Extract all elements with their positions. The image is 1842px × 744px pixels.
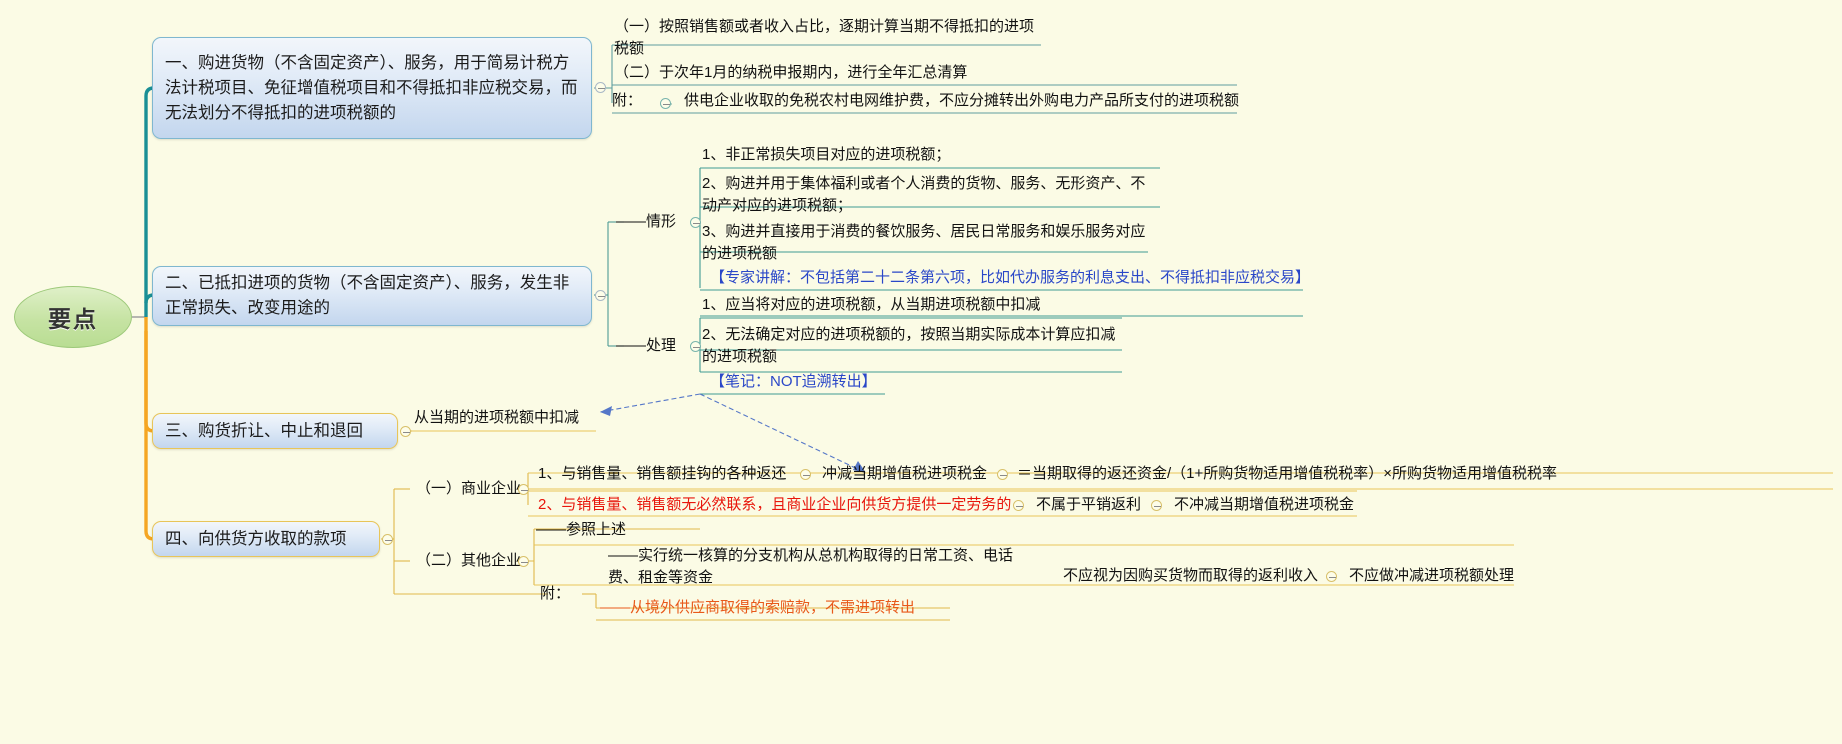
branch-2-toggle[interactable] [595,290,606,301]
root-node[interactable]: 要点 [14,286,132,348]
branch-4-g1-item-1[interactable]: 1、与销售量、销售额挂钩的各种返还 [538,465,787,482]
branch-2-group-2-label[interactable]: ——处理 [616,337,677,354]
branch-node-2[interactable]: 二、已抵扣进项的货物（不含固定资产）、服务，发生非正常损失、改变用途的 [152,266,592,326]
branch-4-group-1-label[interactable]: （一）商业企业 [416,480,522,497]
branch-4-g1-item-2[interactable]: 2、与销售量、销售额无必然联系，且商业企业向供货方提供一定劳务的 [538,496,1012,513]
branch-4-group-1-toggle[interactable] [518,484,529,495]
branch-3-toggle[interactable] [400,426,411,437]
branch-2-g2-item-3[interactable]: 【笔记：NOT追溯转出】 [710,373,877,390]
branch-2-label: 二、已抵扣进项的货物（不含固定资产）、服务，发生非正常损失、改变用途的 [165,274,570,317]
branch-4-g2-item-2-next-toggle[interactable] [1326,571,1337,582]
branch-2-g1-item-4[interactable]: 【专家讲解：不包括第二十二条第六项，比如代办服务的利息支出、不得抵扣非应税交易】 [710,269,1311,286]
branch-4-g2-item-2[interactable]: ——实行统一核算的分支机构从总机构取得的日常工资、电话费、租金等资金 [608,547,1014,586]
branch-4-g1-item-1-next[interactable]: 冲减当期增值税进项税金 [822,465,988,482]
branch-4-g2-item-2-next[interactable]: 不应视为因购买货物而取得的返利收入 [1063,567,1319,584]
branch-2-g2-item-1[interactable]: 1、应当将对应的进项税额，从当期进项税额中扣减 [702,296,1041,313]
branch-4-g1-item-2-toggle[interactable] [1013,500,1024,511]
branch-2-group-2-toggle[interactable] [690,341,701,352]
root-label: 要点 [48,306,98,332]
branch-4-g1-item-1-next-toggle[interactable] [997,469,1008,480]
branch-1-toggle[interactable] [595,82,606,93]
branch-4-group-2-toggle[interactable] [518,556,529,567]
branch-3-child-1[interactable]: 从当期的进项税额中扣减 [414,409,580,426]
branch-3-label: 三、购货折让、中止和退回 [165,421,363,440]
branch-1-label: 一、购进货物（不含固定资产）、服务，用于简易计税方法计税项目、免征增值税项目和不… [165,53,578,122]
branch-4-g1-item-2-next2[interactable]: 不冲减当期增值税进项税金 [1174,496,1355,513]
branch-1-child-3-toggle[interactable] [660,98,671,109]
branch-4-group-2-label[interactable]: （二）其他企业 [416,552,522,569]
branch-4-g2-item-1[interactable]: ——参照上述 [536,521,627,538]
branch-node-4[interactable]: 四、向供货方收取的款项 [152,521,380,557]
branch-1-child-3-label[interactable]: 附： [612,92,643,109]
branch-4-g1-item-1-toggle[interactable] [800,469,811,480]
branch-1-child-3-note[interactable]: 供电企业收取的免税农村电网维护费，不应分摊转出外购电力产品所支付的进项税额 [684,92,1240,109]
branch-4-g3-item-1[interactable]: ——从境外供应商取得的索赔款，不需进项转出 [600,599,916,616]
branch-4-g1-item-1-next2[interactable]: ＝当期取得的返还资金/（1+所购货物适用增值税税率）×所购货物适用增值税税率 [1017,465,1558,482]
branch-2-group-1-label[interactable]: ——情形 [616,213,677,230]
branch-4-toggle[interactable] [382,534,393,545]
branch-1-child-1[interactable]: （一）按照销售额或者收入占比，逐期计算当期不得抵扣的进项税额 [614,18,1035,57]
branch-4-g2-item-2-next2[interactable]: 不应做冲减进项税额处理 [1349,567,1515,584]
branch-node-1[interactable]: 一、购进货物（不含固定资产）、服务，用于简易计税方法计税项目、免征增值税项目和不… [152,37,592,139]
branch-node-3[interactable]: 三、购货折让、中止和退回 [152,413,398,449]
branch-2-g1-item-2[interactable]: 2、购进并用于集体福利或者个人消费的货物、服务、无形资产、不动产对应的进项税额； [702,175,1146,214]
branch-2-g2-item-2[interactable]: 2、无法确定对应的进项税额的，按照当期实际成本计算应扣减的进项税额 [702,326,1116,365]
branch-2-g1-item-3[interactable]: 3、购进并直接用于消费的餐饮服务、居民日常服务和娱乐服务对应的进项税额 [702,223,1146,262]
branch-4-g1-item-2-next-toggle[interactable] [1151,500,1162,511]
branch-2-g1-item-1[interactable]: 1、非正常损失项目对应的进项税额； [702,146,951,163]
branch-4-group-3-label[interactable]: 附： [540,585,571,602]
branch-1-child-2[interactable]: （二）于次年1月的纳税申报期内，进行全年汇总清算 [614,64,968,81]
branch-2-group-1-toggle[interactable] [690,217,701,228]
branch-4-label: 四、向供货方收取的款项 [165,529,347,548]
branch-4-g1-item-2-next[interactable]: 不属于平销返利 [1036,496,1142,513]
